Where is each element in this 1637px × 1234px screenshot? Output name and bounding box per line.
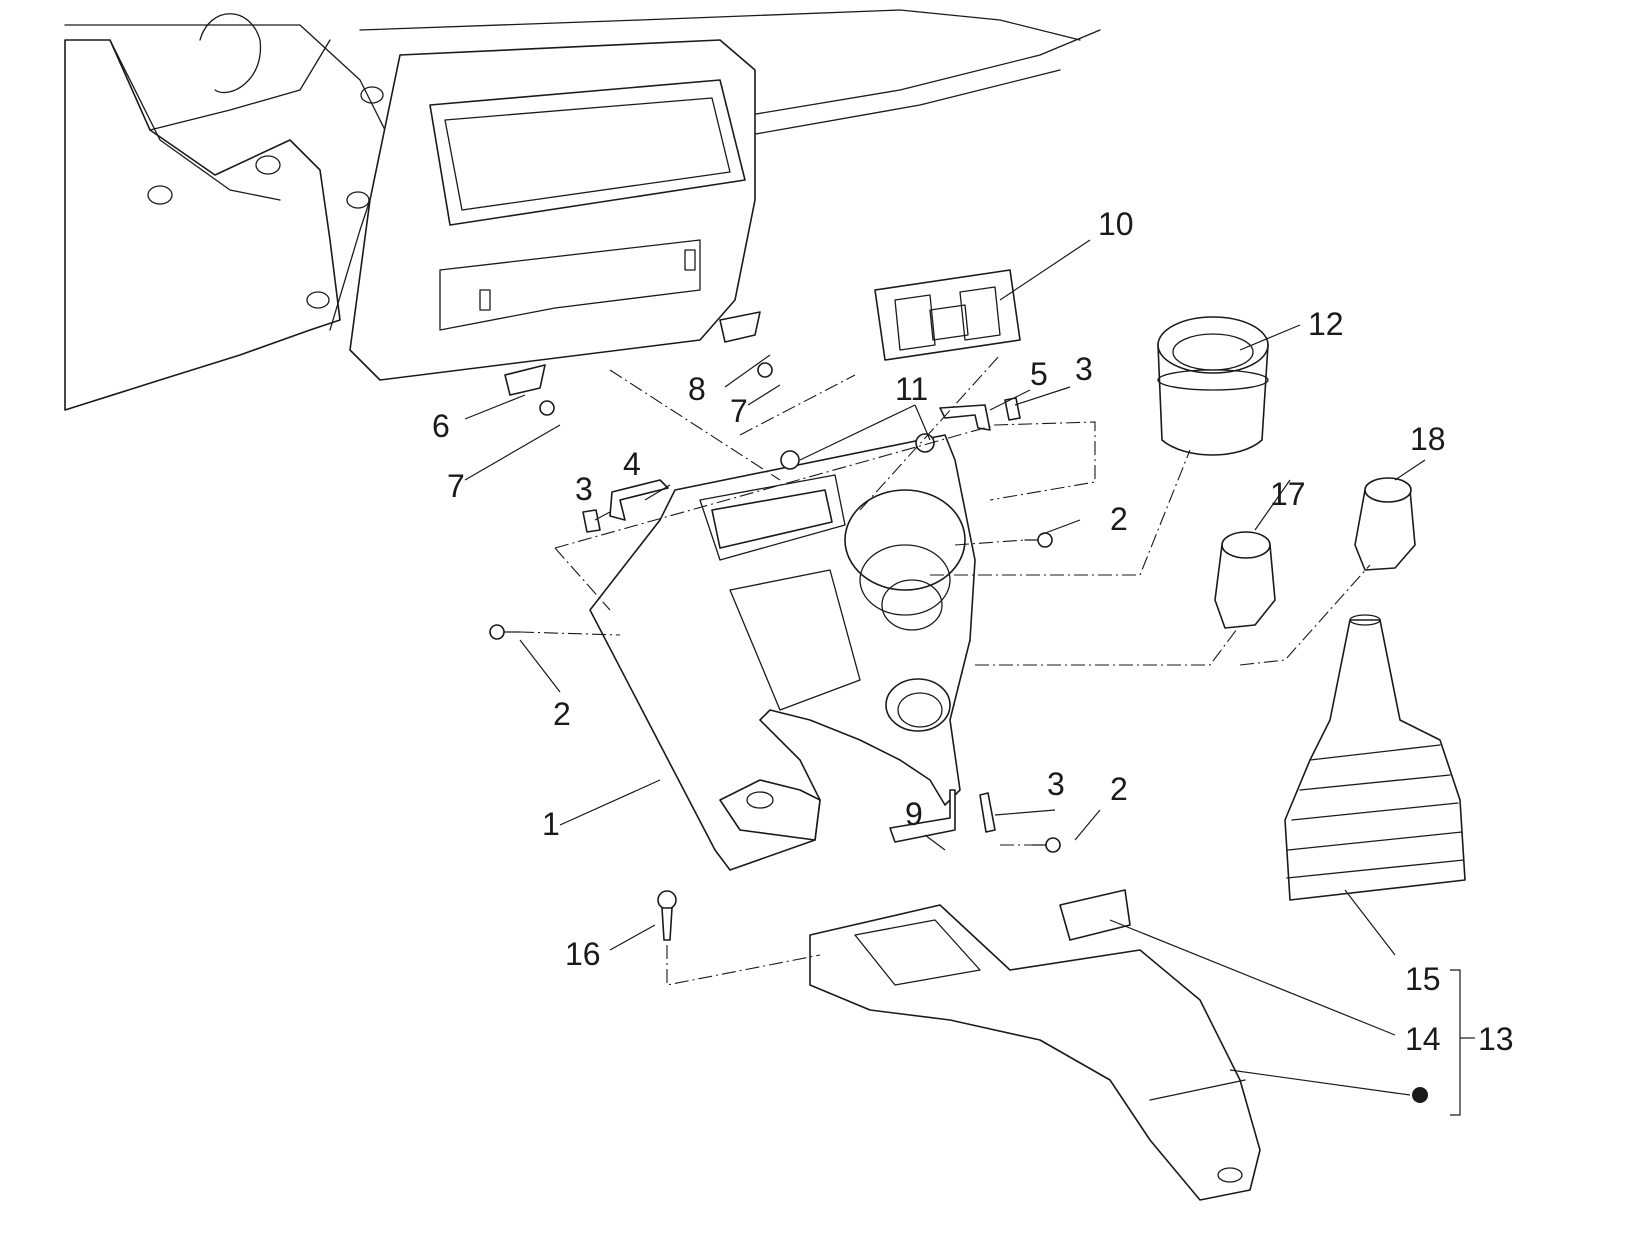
cover-14 bbox=[1059, 889, 1131, 941]
callout-2-right-lower: 2 bbox=[1110, 771, 1128, 807]
lower-console-13 bbox=[809, 904, 1261, 1201]
cup-holder-12 bbox=[1157, 316, 1269, 456]
callout-3-upper: 3 bbox=[1075, 351, 1093, 387]
callout-11: 11 bbox=[895, 371, 928, 407]
clip-3a bbox=[582, 509, 601, 533]
bracket-5 bbox=[939, 404, 991, 431]
callout-1: 1 bbox=[542, 806, 560, 842]
callout-7-right: 7 bbox=[730, 393, 748, 429]
callout-10: 10 bbox=[1098, 206, 1134, 242]
switch-panel-10 bbox=[874, 269, 1021, 361]
callout-2-right-upper: 2 bbox=[1110, 501, 1128, 537]
callout-17: 17 bbox=[1270, 476, 1306, 512]
callout-16: 16 bbox=[565, 936, 601, 972]
power-socket-17 bbox=[1214, 531, 1276, 629]
callout-3-lower: 3 bbox=[1047, 766, 1065, 802]
callout-13: 13 bbox=[1478, 1021, 1514, 1057]
bracket-8 bbox=[719, 311, 761, 343]
screw-7a bbox=[539, 400, 555, 416]
dashboard-panel bbox=[64, 9, 1101, 411]
callout-9: 9 bbox=[905, 796, 923, 832]
bracket-4 bbox=[609, 479, 669, 521]
callout-3-left: 3 bbox=[575, 471, 593, 507]
screw-2a bbox=[489, 624, 521, 640]
screw-2b bbox=[1024, 532, 1053, 548]
screw-16 bbox=[657, 890, 677, 941]
callout-12: 12 bbox=[1308, 306, 1344, 342]
center-console-upper bbox=[589, 434, 976, 871]
power-socket-18 bbox=[1354, 477, 1416, 571]
assembly-dot bbox=[1412, 1087, 1428, 1103]
callout-6: 6 bbox=[432, 408, 450, 444]
clip-11a bbox=[780, 450, 800, 470]
bracket-9 bbox=[889, 789, 956, 843]
callout-2-left: 2 bbox=[553, 696, 571, 732]
gear-lever-boot-15 bbox=[1284, 614, 1466, 901]
glovebox-pocket bbox=[349, 39, 756, 381]
callout-7-left: 7 bbox=[447, 468, 465, 504]
clip-3c bbox=[979, 792, 996, 833]
callout-8: 8 bbox=[688, 371, 706, 407]
callout-5: 5 bbox=[1030, 356, 1048, 392]
callout-labels: 1 2 2 2 3 3 3 4 5 6 7 7 8 9 10 11 12 13 … bbox=[432, 206, 1514, 1057]
callout-14: 14 bbox=[1405, 1021, 1441, 1057]
assembly-lines bbox=[519, 354, 1371, 986]
bracket-6 bbox=[504, 364, 546, 396]
callout-15: 15 bbox=[1405, 961, 1441, 997]
screw-7b bbox=[757, 362, 773, 378]
callout-18: 18 bbox=[1410, 421, 1446, 457]
callout-4: 4 bbox=[623, 446, 641, 482]
leader-lines bbox=[464, 239, 1475, 1116]
